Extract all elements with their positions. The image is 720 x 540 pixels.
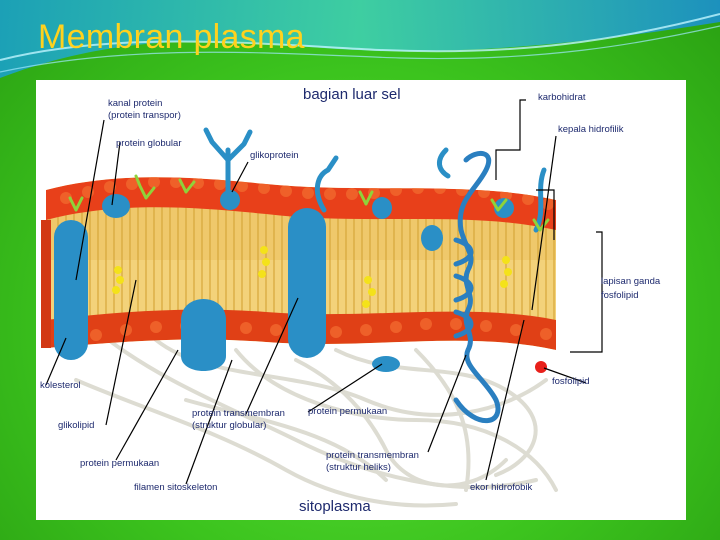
label-ekor-hidrofobik: ekor hidrofobik (470, 482, 533, 493)
helix-protein (453, 151, 501, 424)
membrane-figure: bagian luar sel sitoplasma kanal protein… (36, 80, 686, 520)
label-fosfolipid: fosfolipid (552, 376, 590, 387)
phospholipid-highlight (535, 361, 547, 373)
label-protein-globular: protein globular (116, 138, 182, 149)
membrane-diagram (41, 99, 603, 508)
proteins (54, 190, 514, 372)
outside-cell-label: bagian luar sel (303, 86, 401, 103)
label-kanal-protein: kanal protein (108, 98, 163, 109)
leader-lines (45, 99, 603, 485)
label-kepala-hidrofilik: kepala hidrofilik (558, 124, 624, 135)
header-swoosh (0, 0, 720, 78)
label-lapisan-ganda: lapisan ganda (601, 276, 661, 287)
label-kolesterol: kolesterol (40, 380, 81, 391)
cytoplasm-label: sitoplasma (299, 498, 371, 515)
glycolipid-chains (68, 174, 550, 232)
label-protein-transmembran-globular: protein transmembran (192, 408, 285, 419)
cytoskeleton-filaments (74, 328, 558, 508)
label-glikoprotein: glikoprotein (250, 150, 299, 161)
cholesterol-molecules (112, 246, 512, 308)
label-struktur-globular: (struktur globular) (192, 420, 267, 431)
label-glikolipid: glikolipid (58, 420, 95, 431)
label-protein-permukaan-left: protein permukaan (80, 458, 160, 469)
label-protein-transmembran-heliks: protein transmembran (326, 450, 419, 461)
label-fosfolipid-bilayer: fosfolipid (601, 290, 639, 301)
slide-title: Membran plasma (38, 18, 305, 56)
label-filamen-sitoskeleton: filamen sitoskeleton (134, 482, 218, 493)
label-struktur-heliks: (struktur heliks) (326, 462, 391, 473)
label-karbohidrat: karbohidrat (538, 92, 586, 103)
label-protein-permukaan-right: protein permukaan (308, 406, 388, 417)
label-protein-transpor: (protein transpor) (108, 110, 181, 121)
